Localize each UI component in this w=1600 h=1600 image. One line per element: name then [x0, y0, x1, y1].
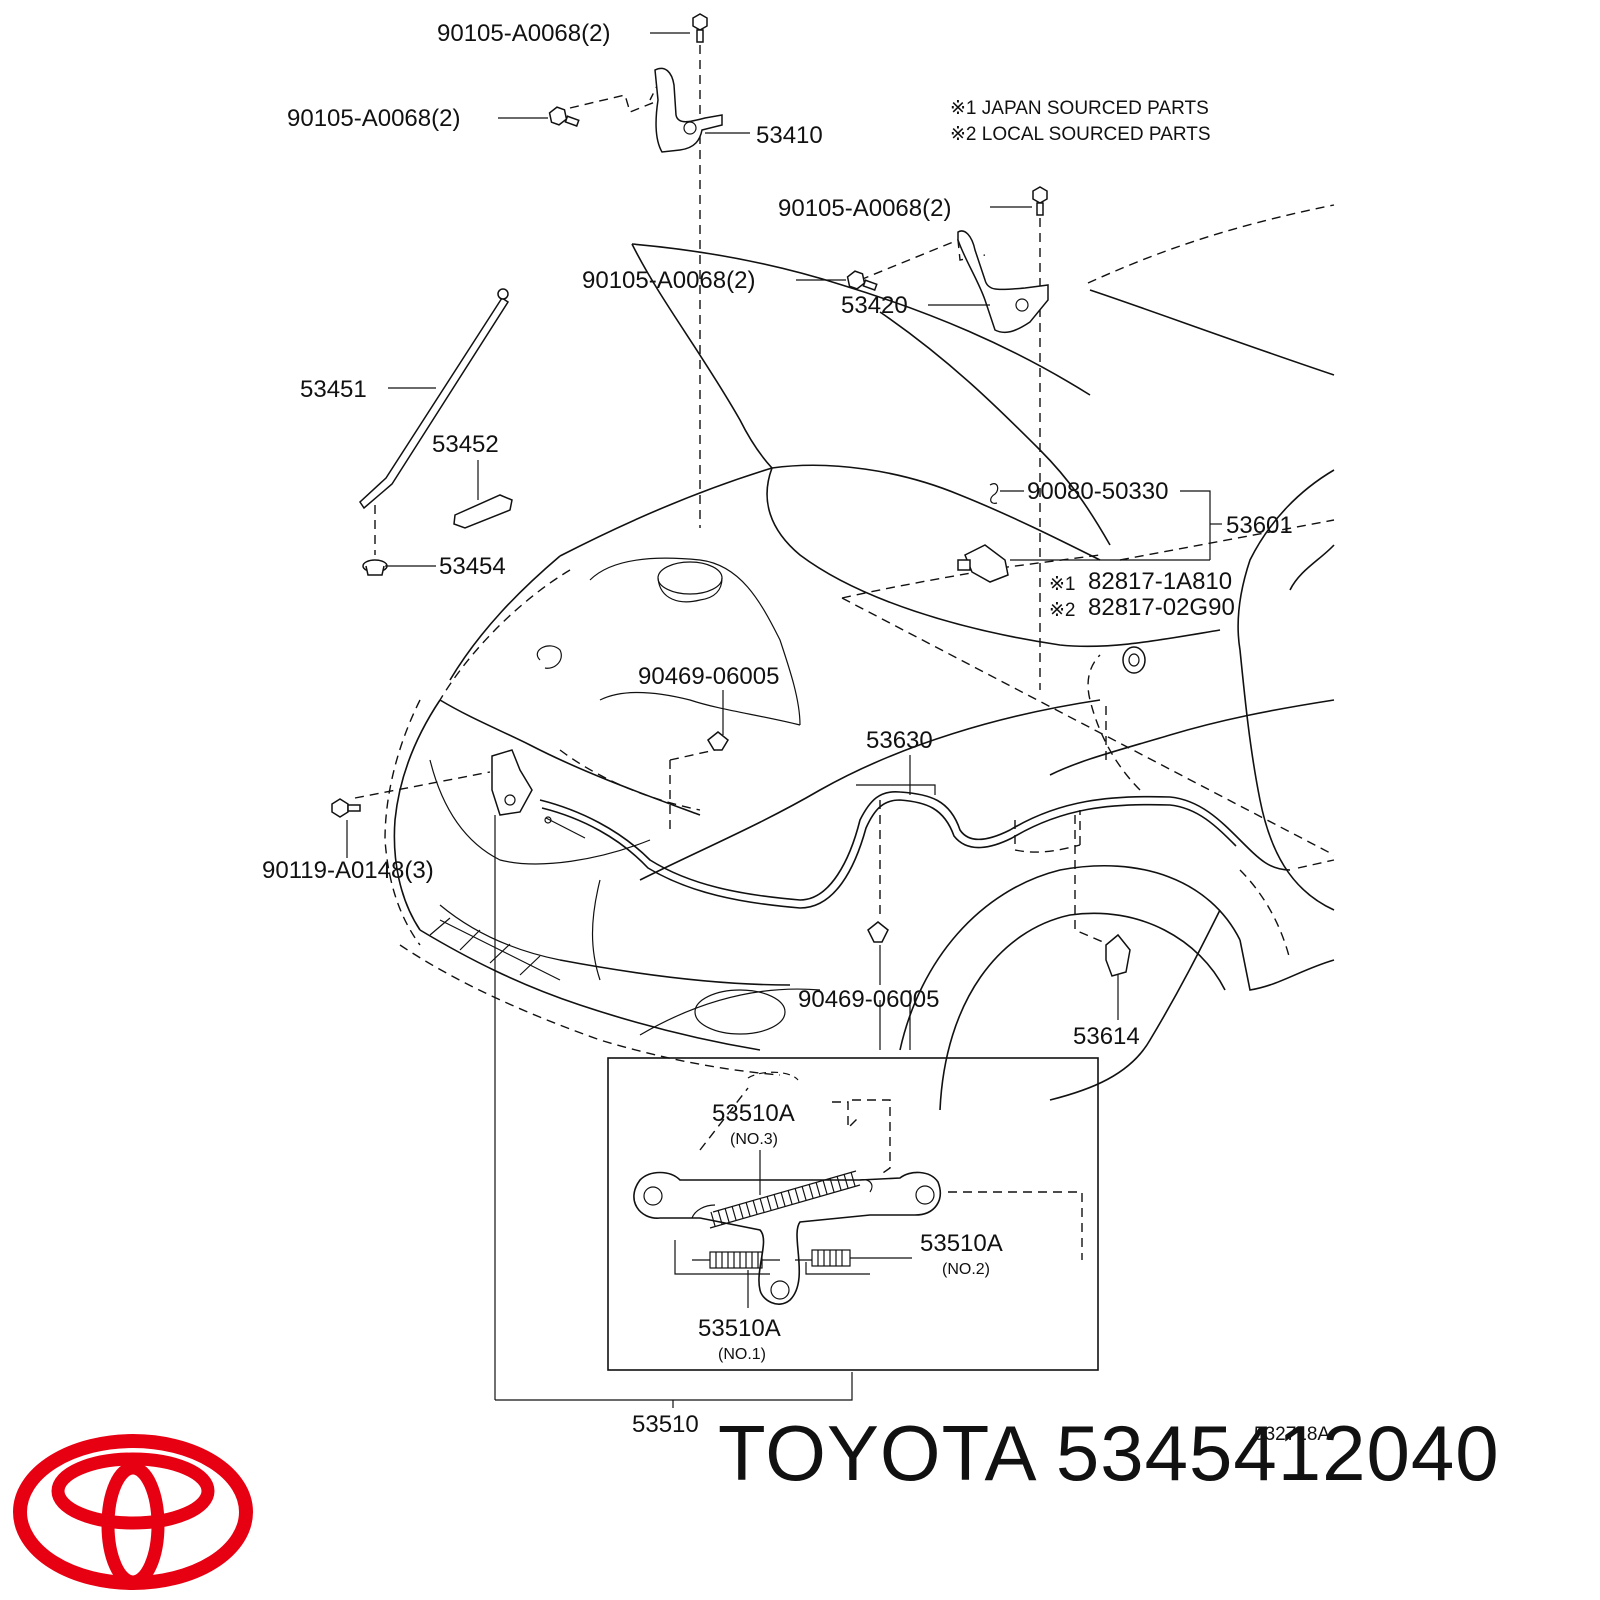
note-japan-sourced: ※1 JAPAN SOURCED PARTS: [950, 98, 1209, 119]
spring-detail-inset: [607, 1057, 1099, 1371]
label-support-rod: 53451: [300, 376, 367, 403]
spring-no1-coil: [692, 1251, 780, 1269]
label-grommet-1-mark: ※1: [1049, 574, 1076, 595]
label-lock-bolt: 90119-A0148(3): [262, 857, 434, 884]
label-spring-no2-sub: (NO.2): [942, 1261, 990, 1278]
label-bolt-right-side: 90105-A0068(2): [582, 267, 755, 294]
clip-icon: [989, 483, 999, 504]
hood-release-cable: [539, 654, 1335, 909]
bolt-top-icon: [692, 13, 708, 43]
vehicle-body-outline: [384, 204, 1335, 1111]
label-hinge-right: 53420: [841, 292, 908, 319]
label-cable: 53630: [866, 727, 933, 754]
label-spring-no2: 53510A: [920, 1230, 1003, 1257]
label-grommet-2-mark: ※2: [1049, 600, 1076, 621]
label-lever-assy: 53601: [1226, 512, 1293, 539]
spring-no3-coil: [709, 1170, 861, 1229]
rod-holder-icon: [453, 494, 513, 529]
label-hood-lock: 53510: [632, 1411, 699, 1438]
label-clamp-lower: 90469-06005: [798, 986, 939, 1013]
label-clamp-upper: 90469-06005: [638, 663, 779, 690]
toyota-logo-icon: [13, 1434, 253, 1590]
hood-lock-icon: [491, 749, 586, 839]
label-clip: 90080-50330: [1027, 478, 1168, 505]
label-lever-handle: 53614: [1073, 1023, 1140, 1050]
label-spring-no3-sub: (NO.3): [730, 1131, 778, 1148]
support-rod-icon: [359, 288, 510, 510]
label-rod-grommet: 53454: [439, 553, 506, 580]
spring-no2-coil: [795, 1249, 868, 1267]
hood-hinge-left-icon: [654, 67, 723, 153]
label-spring-no1: 53510A: [698, 1315, 781, 1342]
brand-part-number: TOYOTA 5345412040: [718, 1409, 1500, 1497]
label-bolt-right-top: 90105-A0068(2): [778, 195, 951, 222]
leader-lines: [346, 32, 1222, 1408]
assembly-lines: [354, 45, 1111, 946]
label-grommet-1: 82817-1A810: [1088, 568, 1232, 595]
bolt-left-icon: [548, 106, 580, 127]
label-rod-holder: 53452: [432, 431, 499, 458]
label-bolt-left: 90105-A0068(2): [287, 105, 460, 132]
bolt-right-top-icon: [1032, 186, 1048, 216]
lever-handle-icon: [1105, 933, 1131, 977]
lever-base-icon: [957, 544, 1009, 583]
rod-grommet-icon: [362, 559, 388, 576]
part-labels: ※1 JAPAN SOURCED PARTS ※2 LOCAL SOURCED …: [262, 20, 1330, 1445]
clamp-upper-icon: [707, 731, 729, 751]
bolt-right-side-icon: [846, 270, 878, 291]
drawing-code: 532718A: [1254, 1424, 1330, 1445]
label-spring-no3: 53510A: [712, 1100, 795, 1127]
lock-bolt-icon: [331, 798, 361, 818]
label-grommet-2: 82817-02G90: [1088, 594, 1235, 621]
clamp-lower-icon: [867, 921, 889, 943]
cable-grommet-icon: [1122, 646, 1146, 674]
label-spring-no1-sub: (NO.1): [718, 1346, 766, 1363]
label-hinge-left: 53410: [756, 122, 823, 149]
note-local-sourced: ※2 LOCAL SOURCED PARTS: [950, 124, 1211, 145]
label-bolt-top: 90105-A0068(2): [437, 20, 610, 47]
hood-hinge-right-icon: [957, 230, 1049, 334]
